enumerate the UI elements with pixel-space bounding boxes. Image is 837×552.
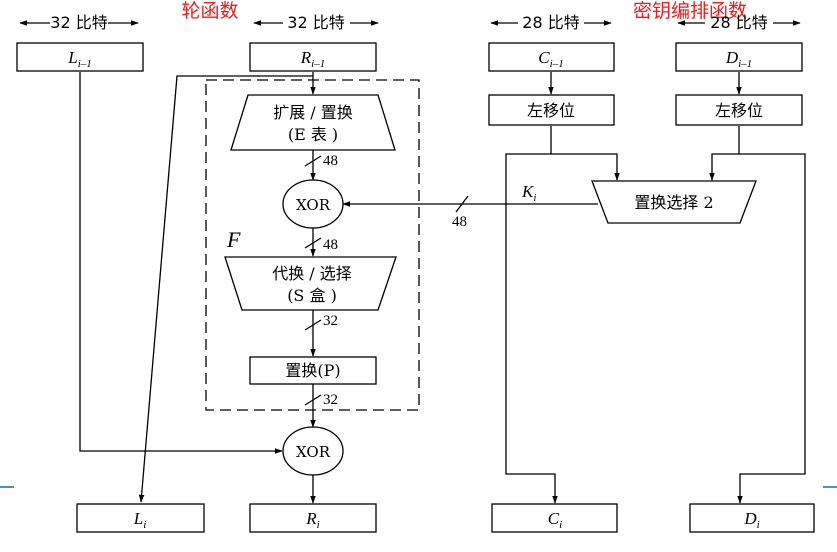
bits-slash-3 bbox=[304, 237, 322, 249]
svg-text:Li: Li bbox=[133, 509, 147, 531]
bits-slash-1 bbox=[304, 155, 322, 167]
shift-d-block: 左移位 bbox=[675, 94, 803, 126]
xor2-label: XOR bbox=[296, 443, 331, 461]
round-function-title: 轮函数 bbox=[181, 0, 238, 22]
svg-text:Ci–1: Ci–1 bbox=[538, 48, 563, 70]
expansion-label-line2: (E 表 ) bbox=[288, 125, 338, 144]
output-l-sub: i bbox=[143, 519, 146, 531]
output-l-var: L bbox=[133, 509, 143, 528]
bits-slash-2 bbox=[455, 195, 469, 213]
input-d-box: Di–1 bbox=[675, 42, 803, 72]
input-l-box: Li–1 bbox=[16, 42, 144, 72]
input-l-sub: i–1 bbox=[78, 58, 92, 70]
output-r-sub: i bbox=[317, 519, 320, 531]
header-l-label: 32 比特 bbox=[50, 13, 107, 32]
output-d-var: D bbox=[743, 509, 757, 528]
input-c-box: Ci–1 bbox=[488, 42, 615, 72]
svg-text:Ri–1: Ri–1 bbox=[300, 48, 325, 70]
key-var: K bbox=[521, 182, 535, 201]
shift-c-label: 左移位 bbox=[527, 101, 575, 120]
shift-d-to-di-line bbox=[737, 153, 806, 504]
input-l-var: L bbox=[67, 48, 77, 67]
bits-after-permutation: 32 bbox=[323, 392, 338, 408]
xor1-block: XOR bbox=[282, 179, 344, 229]
header-c-label: 28 比特 bbox=[522, 13, 579, 32]
bits-key: 48 bbox=[452, 214, 467, 230]
shift-c-block: 左移位 bbox=[488, 94, 615, 126]
r-to-li-line bbox=[138, 75, 313, 503]
pc2-label: 置换选择 2 bbox=[634, 193, 713, 212]
bits-slash-4 bbox=[304, 319, 322, 331]
input-d-sub: i–1 bbox=[738, 58, 752, 70]
output-r-var: R bbox=[305, 509, 317, 528]
pc2-block: 置换选择 2 bbox=[591, 180, 757, 224]
xor2-block: XOR bbox=[282, 426, 344, 476]
bits-after-expansion: 48 bbox=[323, 153, 338, 169]
key-sub: i bbox=[533, 192, 536, 204]
svg-text:Di–1: Di–1 bbox=[725, 48, 752, 70]
input-c-sub: i–1 bbox=[550, 58, 564, 70]
input-r-box: Ri–1 bbox=[249, 42, 377, 72]
expansion-label-line1: 扩展 / 置换 bbox=[273, 103, 353, 122]
l-to-xor2-line bbox=[79, 72, 283, 454]
bits-after-substitution: 32 bbox=[323, 313, 338, 329]
output-c-sub: i bbox=[559, 519, 562, 531]
shift-c-to-ci-line bbox=[505, 153, 558, 504]
shift-d-label: 左移位 bbox=[715, 101, 763, 120]
header-r-label: 32 比特 bbox=[287, 13, 344, 32]
input-r-sub: i–1 bbox=[311, 58, 325, 70]
connections bbox=[79, 72, 806, 504]
header-c: 28 比特 bbox=[490, 13, 612, 32]
output-c-box: Ci bbox=[491, 503, 618, 533]
header-r: 32 比特 bbox=[253, 13, 379, 32]
substitution-block: 代换 / 选择 (S 盒 ) bbox=[224, 256, 397, 311]
input-r-var: R bbox=[300, 48, 312, 67]
bits-slash-5 bbox=[304, 394, 322, 406]
output-d-sub: i bbox=[757, 519, 760, 531]
header-d: 28 比特 bbox=[677, 13, 801, 32]
input-d-var: D bbox=[725, 48, 739, 67]
svg-text:Ki: Ki bbox=[521, 182, 536, 204]
permutation-block: 置换(P) bbox=[249, 356, 377, 385]
svg-text:Li–1: Li–1 bbox=[67, 48, 92, 70]
input-c-var: C bbox=[538, 48, 550, 67]
substitution-label-line1: 代换 / 选择 bbox=[272, 264, 352, 283]
svg-text:Ci: Ci bbox=[548, 509, 562, 531]
shift-d-to-pc2-line bbox=[709, 126, 740, 181]
expansion-block: 扩展 / 置换 (E 表 ) bbox=[230, 94, 396, 151]
substitution-label-line2: (S 盒 ) bbox=[287, 286, 337, 305]
header-d-label: 28 比特 bbox=[710, 13, 767, 32]
header-l: 32 比特 bbox=[19, 13, 139, 32]
f-label: F bbox=[226, 227, 241, 252]
output-l-box: Li bbox=[76, 503, 205, 533]
permutation-label: 置换(P) bbox=[285, 361, 340, 380]
output-d-box: Di bbox=[689, 503, 815, 533]
xor1-label: XOR bbox=[296, 196, 331, 214]
shift-c-to-pc2-line bbox=[550, 126, 620, 181]
output-r-box: Ri bbox=[249, 503, 377, 533]
bits-after-xor1: 48 bbox=[323, 237, 338, 253]
key-schedule-title: 密钥编排函数 bbox=[633, 0, 747, 22]
output-c-var: C bbox=[548, 509, 560, 528]
svg-text:Ri: Ri bbox=[305, 509, 319, 531]
svg-text:Di: Di bbox=[743, 509, 759, 531]
